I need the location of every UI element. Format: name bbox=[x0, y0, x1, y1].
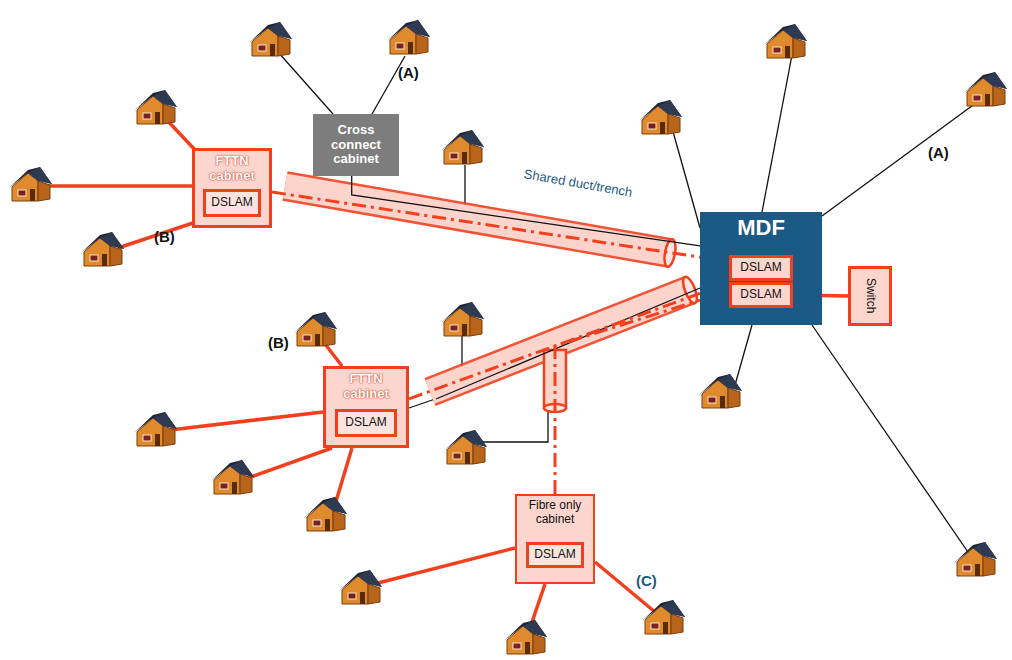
house-icon bbox=[764, 24, 807, 58]
house-icon bbox=[134, 90, 177, 124]
node-text: DSLAM bbox=[740, 261, 781, 275]
house-icon bbox=[9, 167, 52, 201]
copper-line bbox=[278, 52, 980, 555]
house-icon bbox=[441, 302, 484, 336]
dslam-box: DSLAM bbox=[335, 409, 397, 437]
fibre-connector bbox=[272, 192, 700, 257]
cabinet-box: FTTN cabinetDSLAM bbox=[192, 148, 272, 228]
callout-label: (A) bbox=[928, 144, 949, 161]
house-icon bbox=[699, 374, 742, 408]
duct-label: Shared duct/trench bbox=[523, 166, 634, 200]
fibre-drop bbox=[170, 412, 323, 430]
copper-line bbox=[822, 100, 980, 216]
dslam-box: DSLAM bbox=[203, 189, 261, 217]
node-text: DSLAM bbox=[534, 548, 575, 562]
callout-label: (A) bbox=[398, 64, 419, 81]
house-icon bbox=[304, 497, 347, 531]
fibre-drop bbox=[118, 222, 196, 248]
house-icon bbox=[387, 20, 430, 54]
node-text: FTTN cabinet bbox=[329, 372, 403, 402]
node-text: DSLAM bbox=[345, 416, 386, 430]
node-text: FTTN cabinet bbox=[198, 154, 266, 184]
copper-line bbox=[672, 128, 700, 228]
callout-label: (B) bbox=[154, 228, 175, 245]
node-text: MDF bbox=[703, 215, 819, 240]
house-icon bbox=[294, 312, 337, 346]
house-icon bbox=[441, 130, 484, 164]
switch-box: Switch bbox=[848, 266, 892, 326]
copper-line bbox=[278, 52, 333, 114]
house-icon bbox=[964, 72, 1007, 106]
cabinet-box: Fibre only cabinetDSLAM bbox=[515, 494, 595, 584]
house-icon bbox=[339, 570, 382, 604]
copper-connector bbox=[352, 176, 700, 246]
copper-line bbox=[812, 325, 970, 555]
node-text: Cross connect cabinet bbox=[316, 123, 396, 168]
copper-line bbox=[762, 55, 792, 212]
house-icon bbox=[444, 430, 487, 464]
node-text: DSLAM bbox=[211, 196, 252, 210]
house-icon bbox=[954, 542, 997, 576]
dslam-box: DSLAM bbox=[729, 282, 793, 308]
fibre-drop bbox=[334, 448, 352, 508]
house-icon bbox=[9, 20, 1007, 654]
house-icon bbox=[81, 232, 124, 266]
fibre-drop bbox=[248, 448, 332, 478]
node-text: Switch bbox=[863, 278, 877, 313]
callout-label: (C) bbox=[636, 572, 657, 589]
node-text: DSLAM bbox=[740, 288, 781, 302]
dslam-box: DSLAM bbox=[526, 542, 584, 568]
house-icon bbox=[249, 22, 292, 56]
cabinet-box: Cross connect cabinet bbox=[313, 114, 399, 176]
house-icon bbox=[642, 600, 685, 634]
house-icon bbox=[134, 412, 177, 446]
exchange-box: MDF DSLAM DSLAM bbox=[700, 212, 822, 325]
dslam-box: DSLAM bbox=[729, 255, 793, 281]
fibre-connector bbox=[555, 300, 700, 494]
copper-line bbox=[735, 325, 752, 385]
callout-label: (B) bbox=[268, 334, 289, 351]
duct-tube bbox=[436, 288, 700, 399]
house-icon bbox=[639, 100, 682, 134]
node-text: Fibre only cabinet bbox=[520, 499, 590, 527]
house-icon bbox=[504, 620, 547, 654]
fibre-drop bbox=[378, 548, 515, 583]
house-icon bbox=[211, 460, 254, 494]
cabinet-box: FTTN cabinetDSLAM bbox=[323, 366, 409, 448]
fibre-drop bbox=[48, 184, 192, 188]
